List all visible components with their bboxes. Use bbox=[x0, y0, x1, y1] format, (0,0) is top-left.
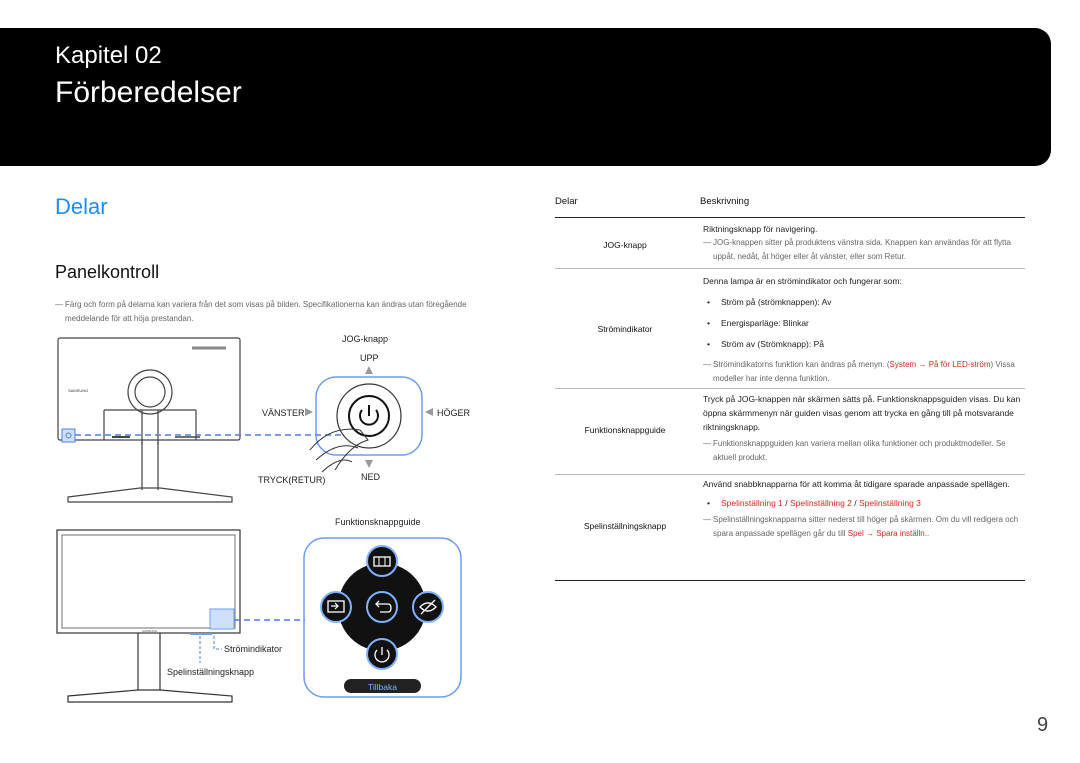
subsection-title: Panelkontroll bbox=[55, 262, 160, 282]
source-icon bbox=[327, 600, 345, 613]
right-label: HÖGER bbox=[437, 408, 471, 418]
guide-left-button bbox=[320, 591, 352, 623]
header-description: Beskrivning bbox=[700, 196, 750, 207]
row-guide-note: ―Funktionsknappguiden kan variera mellan… bbox=[703, 439, 1006, 462]
page-number: 9 bbox=[1037, 714, 1049, 736]
power-bullet-1: Ström på (strömknappen): Av bbox=[703, 295, 1025, 309]
power-bullet-3: Ström av (Strömknapp): På bbox=[703, 337, 1025, 351]
svg-text:SAMSUNG: SAMSUNG bbox=[142, 629, 158, 633]
row-game-desc: Använd snabbknapparna för att komma åt t… bbox=[703, 477, 1025, 541]
row-jog-note: ―JOG-knappen sitter på produktens vänstr… bbox=[703, 238, 1011, 261]
panel-control-figure: SAMSUNG SAMSUNG bbox=[56, 337, 433, 703]
up-label: UPP bbox=[360, 353, 379, 363]
return-icon bbox=[375, 600, 392, 613]
game-bullet: Spelinställning 1 / Spelinställning 2 / … bbox=[703, 496, 1025, 510]
jog-marker-icon bbox=[65, 432, 72, 439]
disclaimer-note: ― Färg och form på delarna kan variera f… bbox=[55, 298, 505, 326]
row-jog-part: JOG-knapp bbox=[603, 240, 647, 250]
game-setting-1-link[interactable]: Spelinställning 1 bbox=[721, 498, 783, 508]
press-label: TRYCK(RETUR) bbox=[258, 475, 326, 485]
menu-icon bbox=[373, 556, 391, 567]
guide-up-button bbox=[366, 545, 398, 577]
game-key-label: Spelinställningsknapp bbox=[167, 667, 255, 677]
back-label: Tillbaka bbox=[368, 682, 397, 692]
row-guide-part: Funktionsknappguide bbox=[584, 425, 666, 435]
chapter-number: Kapitel 02 bbox=[55, 42, 162, 69]
down-label: NED bbox=[361, 472, 381, 482]
function-key-guide bbox=[303, 537, 462, 698]
row-power-text: Denna lampa är en strömindikator och fun… bbox=[703, 276, 902, 286]
jog-button-marker bbox=[61, 428, 76, 443]
finger-icon bbox=[309, 428, 369, 473]
monitor-back-top bbox=[57, 337, 241, 503]
row-game-text: Använd snabbknapparna för att komma åt t… bbox=[703, 479, 1010, 489]
row-power-part: Strömindikator bbox=[597, 324, 653, 334]
arrow-left-icon bbox=[305, 408, 313, 416]
row-guide-desc: Tryck på JOG-knappen när skärmen sätts p… bbox=[703, 392, 1025, 465]
chapter-banner bbox=[0, 28, 1051, 166]
note-text: Färg och form på delarna kan variera frå… bbox=[65, 300, 467, 323]
indicator-callout-line bbox=[213, 636, 222, 650]
power-icon bbox=[359, 409, 379, 426]
note-dash: ― bbox=[55, 300, 63, 309]
arrow-right-icon bbox=[425, 408, 433, 416]
arrow-up-icon bbox=[365, 366, 373, 374]
row-power-note: ―Strömindikatorns funktion kan ändras på… bbox=[703, 360, 1015, 383]
row-guide-text: Tryck på JOG-knappen när skärmen sätts p… bbox=[703, 394, 1021, 432]
row-game-part: Spelinställningsknapp bbox=[583, 521, 667, 531]
guide-power-icon bbox=[374, 649, 390, 663]
power-bullet-2: Energisparläge: Blinkar bbox=[703, 316, 1025, 330]
game-setting-2-link[interactable]: Spelinställning 2 bbox=[790, 498, 852, 508]
guide-area-marker bbox=[209, 608, 235, 630]
row-jog-desc: Riktningsknapp för navigering. ―JOG-knap… bbox=[703, 222, 1025, 264]
row-power-desc: Denna lampa är en strömindikator och fun… bbox=[703, 274, 1025, 386]
guide-center-button bbox=[366, 591, 398, 623]
game-setting-3-link[interactable]: Spelinställning 3 bbox=[859, 498, 921, 508]
row-jog-text: Riktningsknapp för navigering. bbox=[703, 224, 818, 234]
row-game-note: ―Spelinställningsknapparna sitter neders… bbox=[703, 515, 1019, 538]
section-title: Delar bbox=[55, 194, 108, 219]
header-parts: Delar bbox=[555, 196, 578, 207]
jog-label: JOG-knapp bbox=[342, 334, 389, 344]
jog-closeup-frame bbox=[315, 376, 423, 456]
eye-saver-icon bbox=[419, 599, 437, 615]
guide-label: Funktionsknappguide bbox=[335, 517, 421, 527]
indicator-label: Strömindikator bbox=[224, 644, 283, 654]
chapter-title: Förberedelser bbox=[55, 76, 242, 109]
monitor-front-bottom bbox=[56, 529, 241, 703]
arrow-down-icon bbox=[365, 460, 373, 468]
left-label: VÄNSTER bbox=[262, 408, 305, 418]
brand-logo: SAMSUNG bbox=[68, 388, 88, 393]
